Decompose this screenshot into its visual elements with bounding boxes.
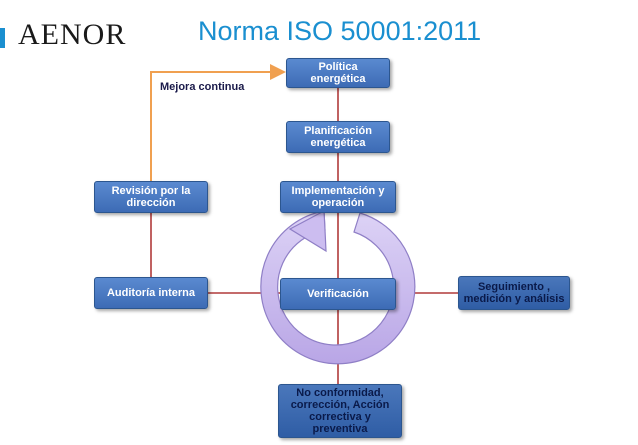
cycle-arrow — [260, 210, 416, 365]
loop-label: Mejora continua — [160, 81, 245, 93]
node-auditoria: Auditoría interna — [94, 277, 208, 309]
node-planificacion: Planificación energética — [286, 121, 390, 153]
node-implementacion: Implementación y operación — [280, 181, 396, 213]
node-politica: Política energética — [286, 58, 390, 88]
node-verificacion: Verificación — [280, 278, 396, 310]
node-revision: Revisión por la dirección — [94, 181, 208, 213]
node-no-conformidad: No conformidad, corrección, Acción corre… — [278, 384, 402, 438]
node-seguimiento: Seguimiento , medición y análisis — [458, 276, 570, 310]
feedback-arrow — [150, 64, 286, 182]
logo-accent-bar — [0, 28, 5, 48]
aenor-logo: AENOR — [18, 18, 127, 51]
page-title: Norma ISO 50001:2011 — [198, 16, 482, 46]
